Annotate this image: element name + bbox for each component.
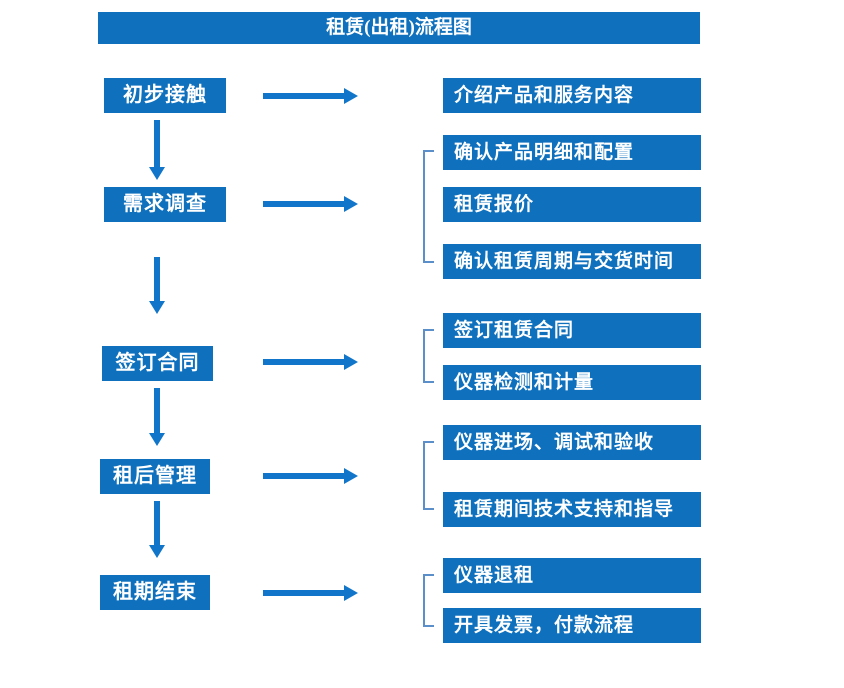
arrow-head — [344, 88, 358, 104]
detail-instrument-inspection: 仪器检测和计量 — [443, 365, 701, 400]
step-post-rental-management: 租后管理 — [100, 459, 210, 494]
arrow-shaft — [263, 93, 344, 99]
flowchart-title: 租赁(出租)流程图 — [98, 12, 700, 44]
arrow-down-icon — [149, 120, 165, 180]
arrow-right-icon — [263, 468, 358, 484]
detail-instrument-return: 仪器退租 — [443, 558, 701, 593]
arrow-down-icon — [149, 388, 165, 446]
arrow-down-icon — [149, 257, 165, 314]
detail-confirm-product-details: 确认产品明细和配置 — [443, 135, 701, 170]
arrow-shaft — [263, 590, 344, 596]
arrow-shaft — [263, 473, 344, 479]
detail-invoice-payment: 开具发票，付款流程 — [443, 608, 701, 643]
detail-introduce-products: 介绍产品和服务内容 — [443, 78, 701, 113]
step-rental-end: 租期结束 — [100, 575, 210, 610]
group-bracket-icon — [423, 574, 434, 627]
detail-rental-quote: 租赁报价 — [443, 187, 701, 222]
arrow-head — [344, 585, 358, 601]
arrow-shaft — [154, 501, 160, 545]
arrow-head — [149, 301, 165, 314]
step-demand-survey: 需求调查 — [104, 187, 226, 222]
detail-confirm-rental-period: 确认租赁周期与交货时间 — [443, 244, 701, 279]
group-bracket-icon — [423, 329, 434, 383]
arrow-head — [149, 433, 165, 446]
arrow-shaft — [154, 388, 160, 433]
detail-instrument-setup-acceptance: 仪器进场、调试和验收 — [443, 425, 701, 460]
arrow-head — [149, 545, 165, 558]
step-sign-contract: 签订合同 — [102, 346, 213, 381]
arrow-head — [344, 196, 358, 212]
arrow-right-icon — [263, 585, 358, 601]
arrow-shaft — [263, 359, 344, 365]
arrow-head — [344, 354, 358, 370]
detail-sign-rental-contract: 签订租赁合同 — [443, 313, 701, 348]
arrow-shaft — [154, 257, 160, 301]
step-initial-contact: 初步接触 — [104, 78, 226, 113]
arrow-right-icon — [263, 196, 358, 212]
group-bracket-icon — [423, 441, 434, 510]
arrow-shaft — [263, 201, 344, 207]
arrow-right-icon — [263, 354, 358, 370]
arrow-head — [344, 468, 358, 484]
arrow-head — [149, 167, 165, 180]
detail-rental-tech-support: 租赁期间技术支持和指导 — [443, 492, 701, 527]
arrow-shaft — [154, 120, 160, 167]
group-bracket-icon — [423, 150, 434, 263]
arrow-right-icon — [263, 88, 358, 104]
arrow-down-icon — [149, 501, 165, 558]
